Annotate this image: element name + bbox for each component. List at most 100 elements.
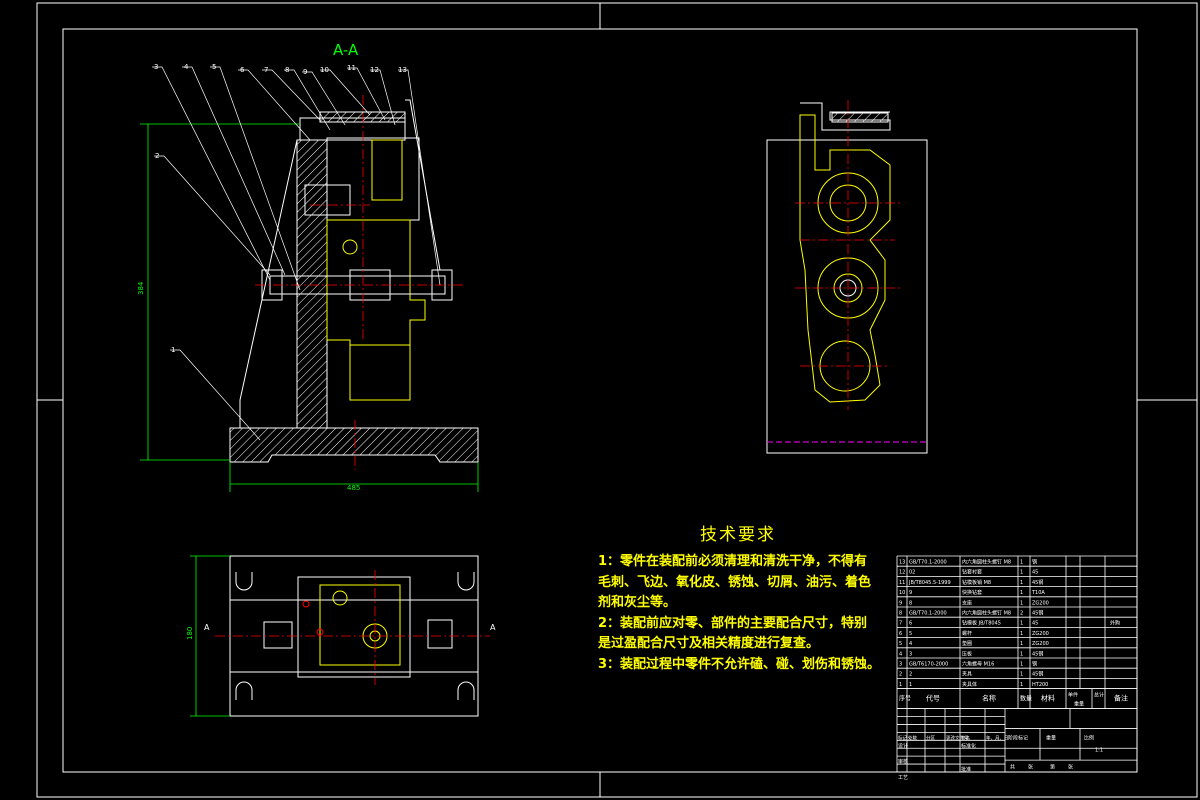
bom-cell: 3 [909,651,912,657]
note-line: 2：装配前应对零、部件的主要配合尺寸，特别 [598,615,868,631]
drill-plate-hatched [319,111,406,123]
right-support [405,99,441,271]
section-dimensions [140,123,479,492]
bom-cell: 支座 [962,599,972,606]
bom-cell: 9 [899,600,902,606]
callout-11: 11 [347,64,356,72]
plan-nut-left [263,621,293,649]
bom-cell: 4 [909,641,912,647]
side-view [766,100,928,454]
bom-cell: 1 [1020,560,1023,566]
bom-cell: 45 [1032,570,1038,576]
bom-cell: T10A [1031,590,1045,596]
rib-outline [239,139,298,428]
callout-2: 2 [155,152,159,160]
callout-leaders [152,66,441,441]
bom-cell: 7 [899,621,902,627]
title-block-label: 更改文件号 [946,734,969,741]
section-mark-left: A [204,623,210,632]
bom-cell: JB/T8045.5-1999 [908,580,951,586]
callout-5: 5 [212,63,216,71]
upper-block [326,137,420,221]
bom-cell: GB/T6170-2000 [909,662,948,668]
title-block-role: 工艺 [898,775,908,781]
title-block-sheet: 张 [1028,764,1033,771]
bom-cell: 钢 [1032,559,1037,566]
bom-cell: 13 [899,560,905,566]
bom-cell: 5 [909,631,912,637]
callout-6: 6 [240,66,245,74]
bom-cell: 1 [1020,641,1023,647]
side-drill-plate [800,102,891,131]
title-block-label: 重量 [1046,734,1056,741]
callout-3: 3 [154,63,158,71]
dim-width: 485 [347,484,360,492]
dim-height: 384 [137,281,145,295]
note-line: 剂和灰尘等。 [598,595,677,610]
tech-requirements-title: 技术要求 [700,525,776,545]
title-block-label: 批准 [961,766,971,773]
bom-cell: 外购 [1110,620,1120,627]
bom-cell: 钢 [1032,661,1037,668]
side-hatch-strip [831,112,889,123]
bom-cell: 2 [899,672,902,678]
bom-cell: 45钢 [1032,610,1043,617]
bom-cell: 2 [909,672,912,678]
bom-cell: 1 [899,682,902,688]
bom-cell: 1 [1020,590,1023,596]
clamp-arm [799,114,891,403]
bom-cell: 内六角圆柱头螺钉 M8 [962,559,1011,566]
side-centerlines [795,100,900,410]
note-line: 毛刺、飞边、氧化皮、锈蚀、切屑、油污、着色 [598,574,872,590]
callout-7: 7 [264,66,268,74]
title-block-label: 标记 [898,734,907,741]
plan-centerlines [215,570,490,685]
sheet-frame [36,2,1198,798]
title-block-label: 标准化 [961,742,976,749]
bom-cell: 45钢 [1032,671,1043,678]
section-label: A-A [333,41,359,59]
bom-cell: 5 [899,641,902,647]
bom-header: 重量 [1074,701,1084,708]
bom-header: 代号 [926,694,940,703]
bom-cell: 1 [1020,570,1023,576]
bom-cell: 1 [1020,672,1023,678]
section-view-a-a: A-A [137,41,479,492]
bom-header: 备注 [1114,694,1128,703]
plan-block [297,576,411,678]
bom-cell: 4 [899,651,902,657]
section-mark-right: A [490,623,496,632]
bom-cell: 内六角圆柱头螺钉 M8 [962,610,1011,617]
bom-header: 总计 [1094,692,1104,699]
title-block-label: 分区 [926,734,935,741]
bom-cell: 快换钻套 [962,589,982,596]
plan-nut-right [427,619,453,649]
title-block-sheet: 第 [1050,764,1055,771]
bom-cell: 钻套衬套 [962,569,982,576]
bom-cell: 1 [909,682,912,688]
title-block-label: 年、月、日 [986,734,1009,741]
bom-cell: 8 [899,611,902,617]
bom-cell: 11 [899,580,905,586]
bom-cell: 6 [909,621,912,627]
bom-cell: 45钢 [1032,579,1043,586]
bom-cell: 1 [1020,600,1023,606]
title-block-scale: 1:1 [1095,747,1103,753]
bom-cell: 2 [1020,611,1023,617]
callout-9: 9 [303,68,307,76]
callout-13: 13 [398,66,407,74]
bom-cell: 六角螺母 M16 [962,661,994,668]
bom-cell: 8 [909,600,912,606]
section-centerlines [255,95,465,470]
bom-header: 数量 [1020,695,1032,703]
bom-cell: 02 [909,570,915,576]
bom-cell: GB/T70.1-2000 [909,611,947,617]
title-block-label: 比例 [1084,734,1094,741]
bom-header: 名称 [982,694,996,703]
callout-4: 4 [184,63,189,71]
note-line: 3：装配过程中零件不允许磕、碰、划伤和锈蚀。 [598,656,881,672]
bom-cell: 夹具 [962,671,972,678]
title-block-role: 设计 [898,742,908,749]
plan-view: 180 A A [186,555,496,717]
